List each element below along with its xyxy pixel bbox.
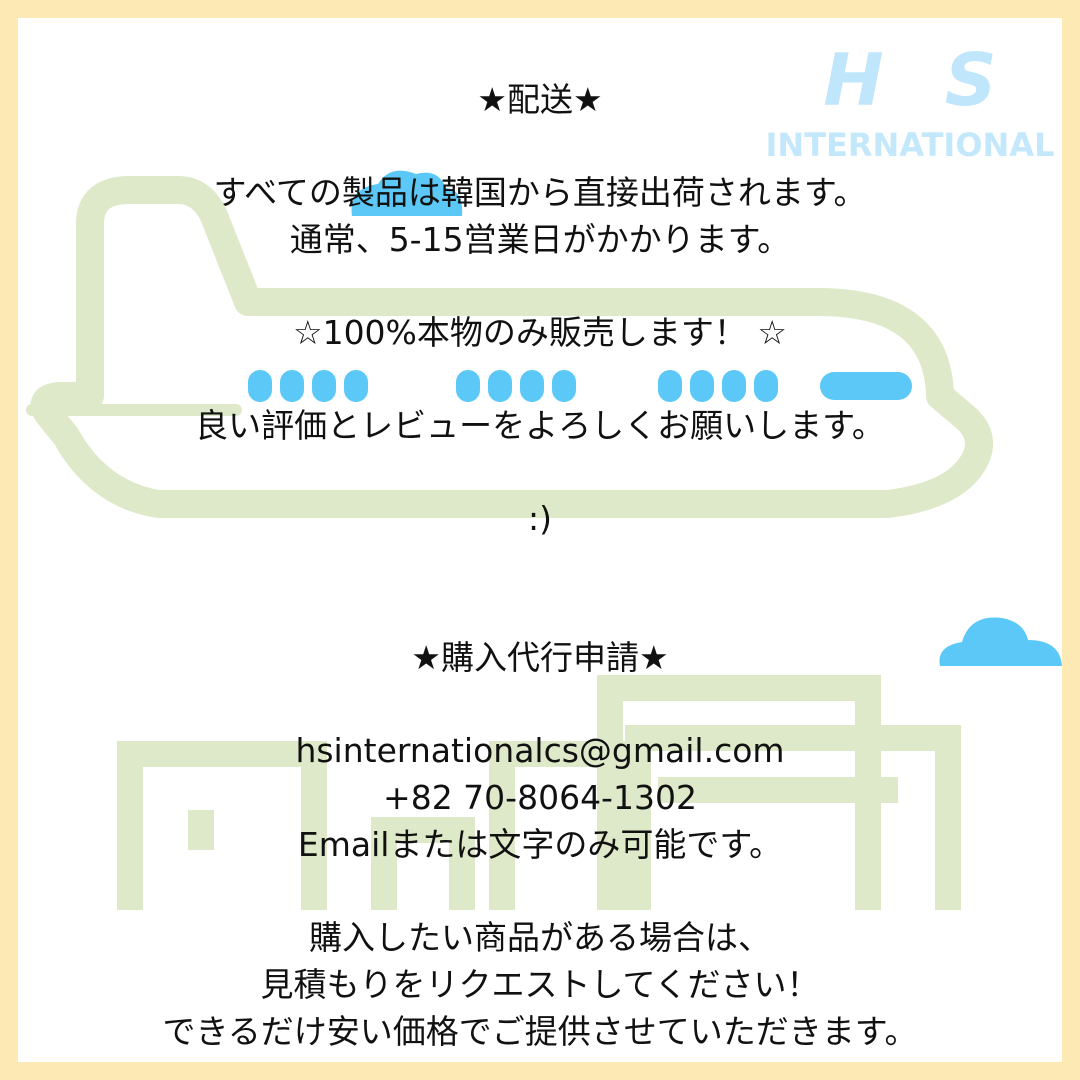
quote-request-line-3: できるだけ安い価格でご提供させていただきます。 [162, 1012, 918, 1051]
contact-phone: +82 70-8064-1302 [383, 778, 697, 817]
cloud-icon [939, 617, 1062, 666]
authentic-notice: ☆100%本物のみ販売します！ ☆ [292, 313, 787, 352]
cloud-icon [351, 170, 463, 216]
airplane-windows [248, 370, 912, 402]
airplane-icon [30, 176, 994, 518]
logo-main-text: H S [823, 38, 1015, 122]
notice-text-block: ★配送★ すべての製品は韓国から直接出荷されます。 通常、5-15営業日がかかり… [18, 18, 1062, 1055]
banner-card: H S INTERNATIONAL ★配送★ すべての製品は韓国から直接出荷され… [18, 18, 1062, 1062]
shipping-time-text: 通常、5-15営業日がかかります。 [289, 220, 791, 259]
contact-note: Emailまたは文字のみ可能です。 [297, 825, 783, 864]
smile-text: :) [528, 499, 552, 538]
proxy-heading: ★購入代行申請★ [411, 638, 669, 677]
contact-email: hsinternationalcs@gmail.com [295, 731, 785, 770]
logo-sub-text: INTERNATIONAL [765, 126, 1055, 164]
quote-request-line-2: 見積もりをリクエストしてください！ [260, 965, 820, 1004]
buildings-icon [117, 675, 961, 910]
quote-request-line-1: 購入したい商品がある場合は、 [309, 918, 771, 957]
hs-international-logo: H S INTERNATIONAL [760, 40, 1060, 164]
shipping-origin-text: すべての製品は韓国から直接出荷されます。 [213, 173, 867, 212]
background-illustration [26, 170, 1062, 910]
review-request-text: 良い評価とレビューをよろしくお願いします。 [195, 406, 885, 445]
shipping-heading: ★配送★ [477, 80, 603, 119]
